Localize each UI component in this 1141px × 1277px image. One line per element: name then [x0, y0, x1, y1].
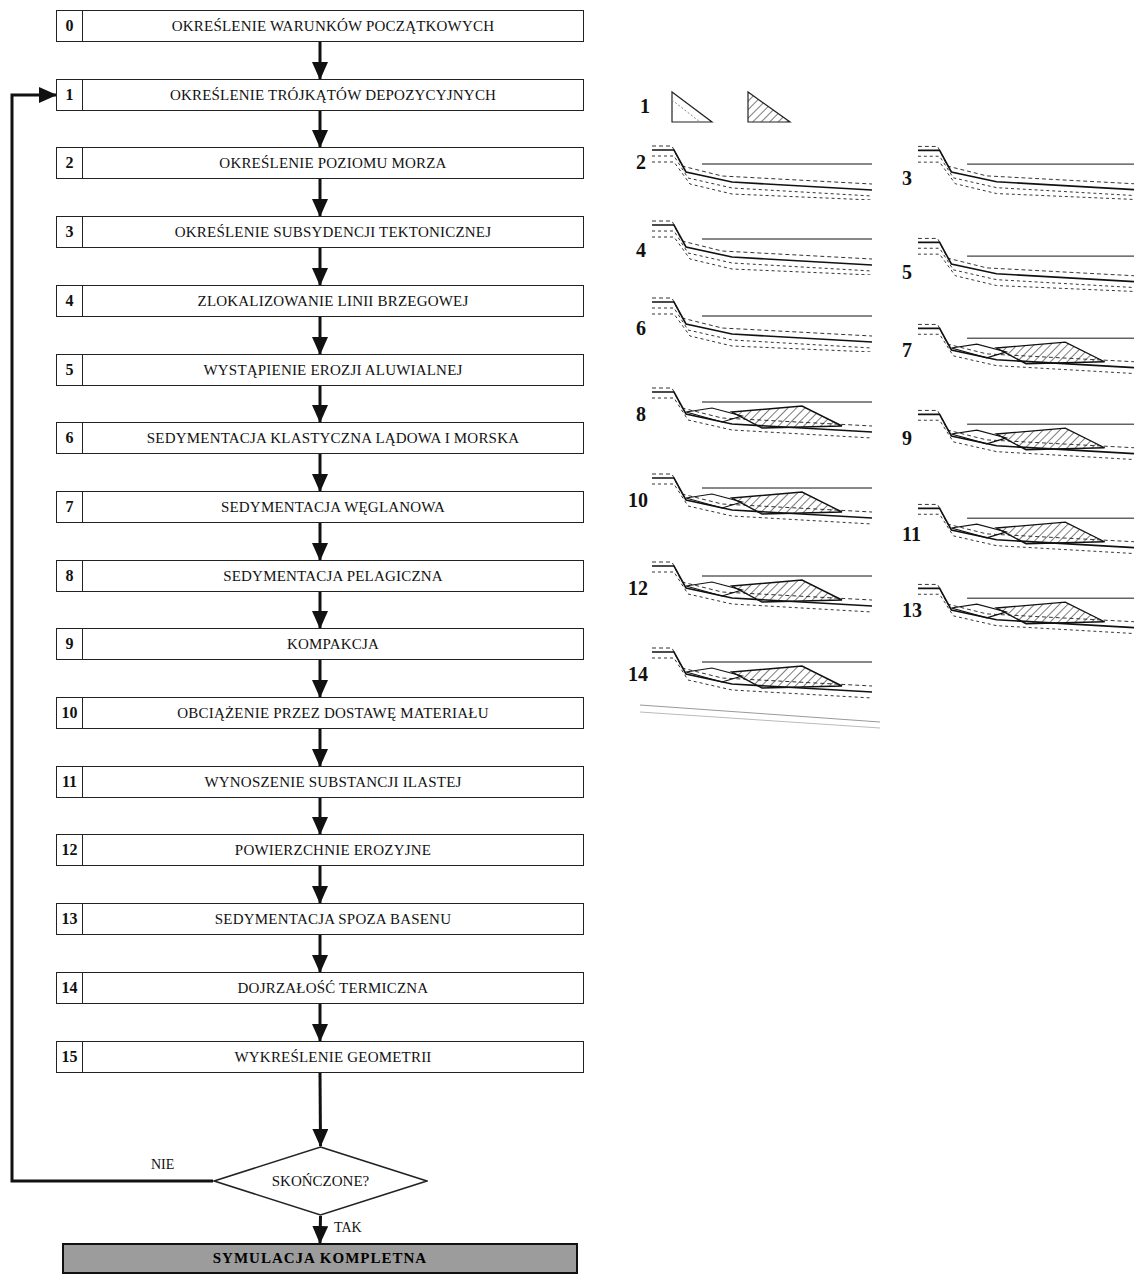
process-box: 0OKREŚLENIE WARUNKÓW POCZĄTKOWYCH [56, 10, 584, 42]
node-label: SEDYMENTACJA PELAGICZNA [83, 568, 583, 585]
step-number: 15 [57, 1042, 83, 1072]
step-number: 0 [57, 11, 83, 41]
flow-arrow [319, 386, 322, 422]
panel-number: 3 [902, 168, 912, 188]
node-label: OKREŚLENIE TRÓJKĄTÓW DEPOZYCYJNYCH [83, 87, 583, 104]
node-label: SKOŃCZONE? [272, 1173, 370, 1190]
panel-number: 10 [628, 490, 648, 510]
panel-number: 8 [636, 404, 646, 424]
step-number: 8 [57, 561, 83, 591]
node-label: POWIERZCHNIE EROZYJNE [83, 842, 583, 859]
node-label: WYNOSZENIE SUBSTANCJI ILASTEJ [83, 774, 583, 791]
process-box: 1OKREŚLENIE TRÓJKĄTÓW DEPOZYCYJNYCH [56, 79, 584, 111]
flow-arrow [319, 42, 322, 79]
panel-number: 4 [636, 240, 646, 260]
edge-label: TAK [331, 1220, 365, 1236]
step-number: 14 [57, 973, 83, 1003]
panel-number: 6 [636, 318, 646, 338]
step-number: 1 [57, 80, 83, 110]
step-number: 3 [57, 217, 83, 247]
panel-number: 12 [628, 578, 648, 598]
flow-arrow [319, 454, 322, 491]
edge-label: NIE [148, 1157, 177, 1173]
flow-arrow [319, 866, 322, 903]
flow-arrow [319, 523, 322, 560]
terminal-box: SYMULACJA KOMPLETNA [62, 1243, 578, 1274]
process-box: 11WYNOSZENIE SUBSTANCJI ILASTEJ [56, 766, 584, 798]
flow-arrow [319, 660, 322, 697]
process-box: 9KOMPAKCJA [56, 628, 584, 660]
step-number: 13 [57, 904, 83, 934]
node-label: OBCIĄŻENIE PRZEZ DOSTAWĘ MATERIAŁU [83, 705, 583, 722]
panel-number: 7 [902, 340, 912, 360]
process-box: 4ZLOKALIZOWANIE LINII BRZEGOWEJ [56, 285, 584, 317]
step-number: 11 [57, 767, 83, 797]
process-box: 5WYSTĄPIENIE EROZJI ALUWIALNEJ [56, 354, 584, 386]
flow-arrow [319, 1216, 323, 1243]
node-label: OKREŚLENIE SUBSYDENCJI TEKTONICZNEJ [83, 224, 583, 241]
process-box: 3OKREŚLENIE SUBSYDENCJI TEKTONICZNEJ [56, 216, 584, 248]
flow-arrow [319, 798, 322, 834]
flow-arrow [319, 935, 322, 972]
node-label: WYKREŚLENIE GEOMETRII [83, 1049, 583, 1066]
panel-number: 1 [640, 96, 650, 116]
node-label: DOJRZAŁOŚĆ TERMICZNA [83, 980, 583, 997]
step-number: 7 [57, 492, 83, 522]
panel-number: 14 [628, 664, 648, 684]
panel-number: 11 [902, 524, 921, 544]
process-box: 14DOJRZAŁOŚĆ TERMICZNA [56, 972, 584, 1004]
panel-number: 2 [636, 152, 646, 172]
decision-diamond: SKOŃCZONE? [213, 1146, 428, 1216]
process-box: 12POWIERZCHNIE EROZYJNE [56, 834, 584, 866]
node-label: SEDYMENTACJA SPOZA BASENU [83, 911, 583, 928]
panel-number: 9 [902, 428, 912, 448]
node-label: KOMPAKCJA [83, 636, 583, 653]
process-box: 7SEDYMENTACJA WĘGLANOWA [56, 491, 584, 523]
step-number: 9 [57, 629, 83, 659]
process-box: 13SEDYMENTACJA SPOZA BASENU [56, 903, 584, 935]
flow-arrow [319, 1004, 322, 1041]
node-label: WYSTĄPIENIE EROZJI ALUWIALNEJ [83, 362, 583, 379]
node-label: SYMULACJA KOMPLETNA [213, 1250, 427, 1267]
flow-arrow [319, 317, 322, 354]
flow-arrow [319, 1073, 323, 1146]
process-box: 6SEDYMENTACJA KLASTYCZNA LĄDOWA I MORSKA [56, 422, 584, 454]
step-number: 4 [57, 286, 83, 316]
process-box: 15WYKREŚLENIE GEOMETRII [56, 1041, 584, 1073]
process-box: 10OBCIĄŻENIE PRZEZ DOSTAWĘ MATERIAŁU [56, 697, 584, 729]
node-label: ZLOKALIZOWANIE LINII BRZEGOWEJ [83, 293, 583, 310]
panel-number: 13 [902, 600, 922, 620]
depositional-triangles [672, 92, 790, 122]
step-number: 5 [57, 355, 83, 385]
flow-arrow [319, 592, 322, 628]
process-box: 2OKREŚLENIE POZIOMU MORZA [56, 147, 584, 179]
step-number: 12 [57, 835, 83, 865]
flow-arrow [319, 111, 322, 147]
flow-arrow [319, 248, 322, 285]
process-box: 8SEDYMENTACJA PELAGICZNA [56, 560, 584, 592]
flow-arrow [319, 179, 322, 216]
step-number: 6 [57, 423, 83, 453]
node-label: OKREŚLENIE POZIOMU MORZA [83, 155, 583, 172]
flow-arrow [319, 729, 322, 766]
node-label: SEDYMENTACJA WĘGLANOWA [83, 499, 583, 516]
node-label: OKREŚLENIE WARUNKÓW POCZĄTKOWYCH [83, 18, 583, 35]
panel-number: 5 [902, 262, 912, 282]
step-number: 2 [57, 148, 83, 178]
step-number: 10 [57, 698, 83, 728]
node-label: SEDYMENTACJA KLASTYCZNA LĄDOWA I MORSKA [83, 430, 583, 447]
